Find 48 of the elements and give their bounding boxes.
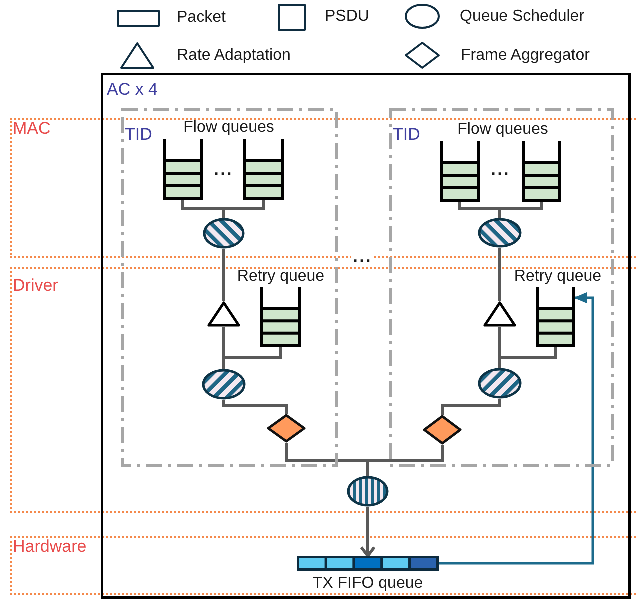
- queue-label: Flow queues: [458, 122, 548, 138]
- container-label: AC x 4: [107, 81, 158, 98]
- connector-line: [366, 445, 444, 476]
- band-label: Hardware: [13, 538, 87, 555]
- queue-label: Retry queue: [514, 269, 602, 285]
- queue-bar: [297, 556, 439, 571]
- connector-line: [441, 399, 502, 415]
- group-label: TID: [393, 126, 420, 143]
- arrow: [439, 292, 594, 565]
- queue-stack: [536, 287, 575, 347]
- connector-line: [498, 347, 557, 368]
- connector-line: [222, 347, 282, 369]
- striped-ellipse: [202, 369, 246, 400]
- striped-ellipse: [347, 476, 389, 507]
- striped-ellipse: [478, 368, 522, 399]
- legend-label: PSDU: [325, 9, 370, 25]
- connector-line: [222, 400, 288, 414]
- connector-line: [498, 248, 502, 301]
- striped-ellipse: [203, 218, 245, 249]
- group-label: TID: [125, 126, 152, 143]
- group-box: [389, 108, 614, 467]
- queue-stack: [243, 139, 284, 200]
- queue-stack: [440, 141, 480, 202]
- queue-stack: [163, 139, 203, 200]
- queue-label: Flow queues: [184, 120, 274, 136]
- band-label: MAC: [13, 120, 51, 137]
- legend-label: Packet: [177, 10, 226, 26]
- striped-ellipse: [478, 218, 522, 248]
- band-label: Driver: [13, 277, 58, 294]
- connector-line: [222, 249, 226, 301]
- queue-label: Retry queue: [237, 269, 325, 285]
- legend-label: Frame Aggregator: [461, 48, 590, 64]
- queue-stack: [522, 141, 561, 202]
- triangle-symbol: [483, 301, 517, 327]
- triangle-symbol: [207, 301, 241, 327]
- ellipsis-mark: ...: [214, 163, 234, 179]
- container-box: [101, 73, 631, 599]
- connector-line: [498, 202, 543, 218]
- queue-label: TX FIFO queue: [312, 576, 424, 592]
- legend-label: Queue Scheduler: [460, 9, 585, 25]
- diamond-symbol: [267, 414, 306, 443]
- diamond-symbol: [423, 415, 462, 445]
- queue-stack: [260, 287, 301, 347]
- arrow: [360, 507, 376, 558]
- legend-label: Rate Adaptation: [177, 48, 291, 64]
- group-box: [121, 108, 338, 467]
- ellipsis-mark: ...: [491, 163, 511, 179]
- connector-line: [222, 200, 265, 218]
